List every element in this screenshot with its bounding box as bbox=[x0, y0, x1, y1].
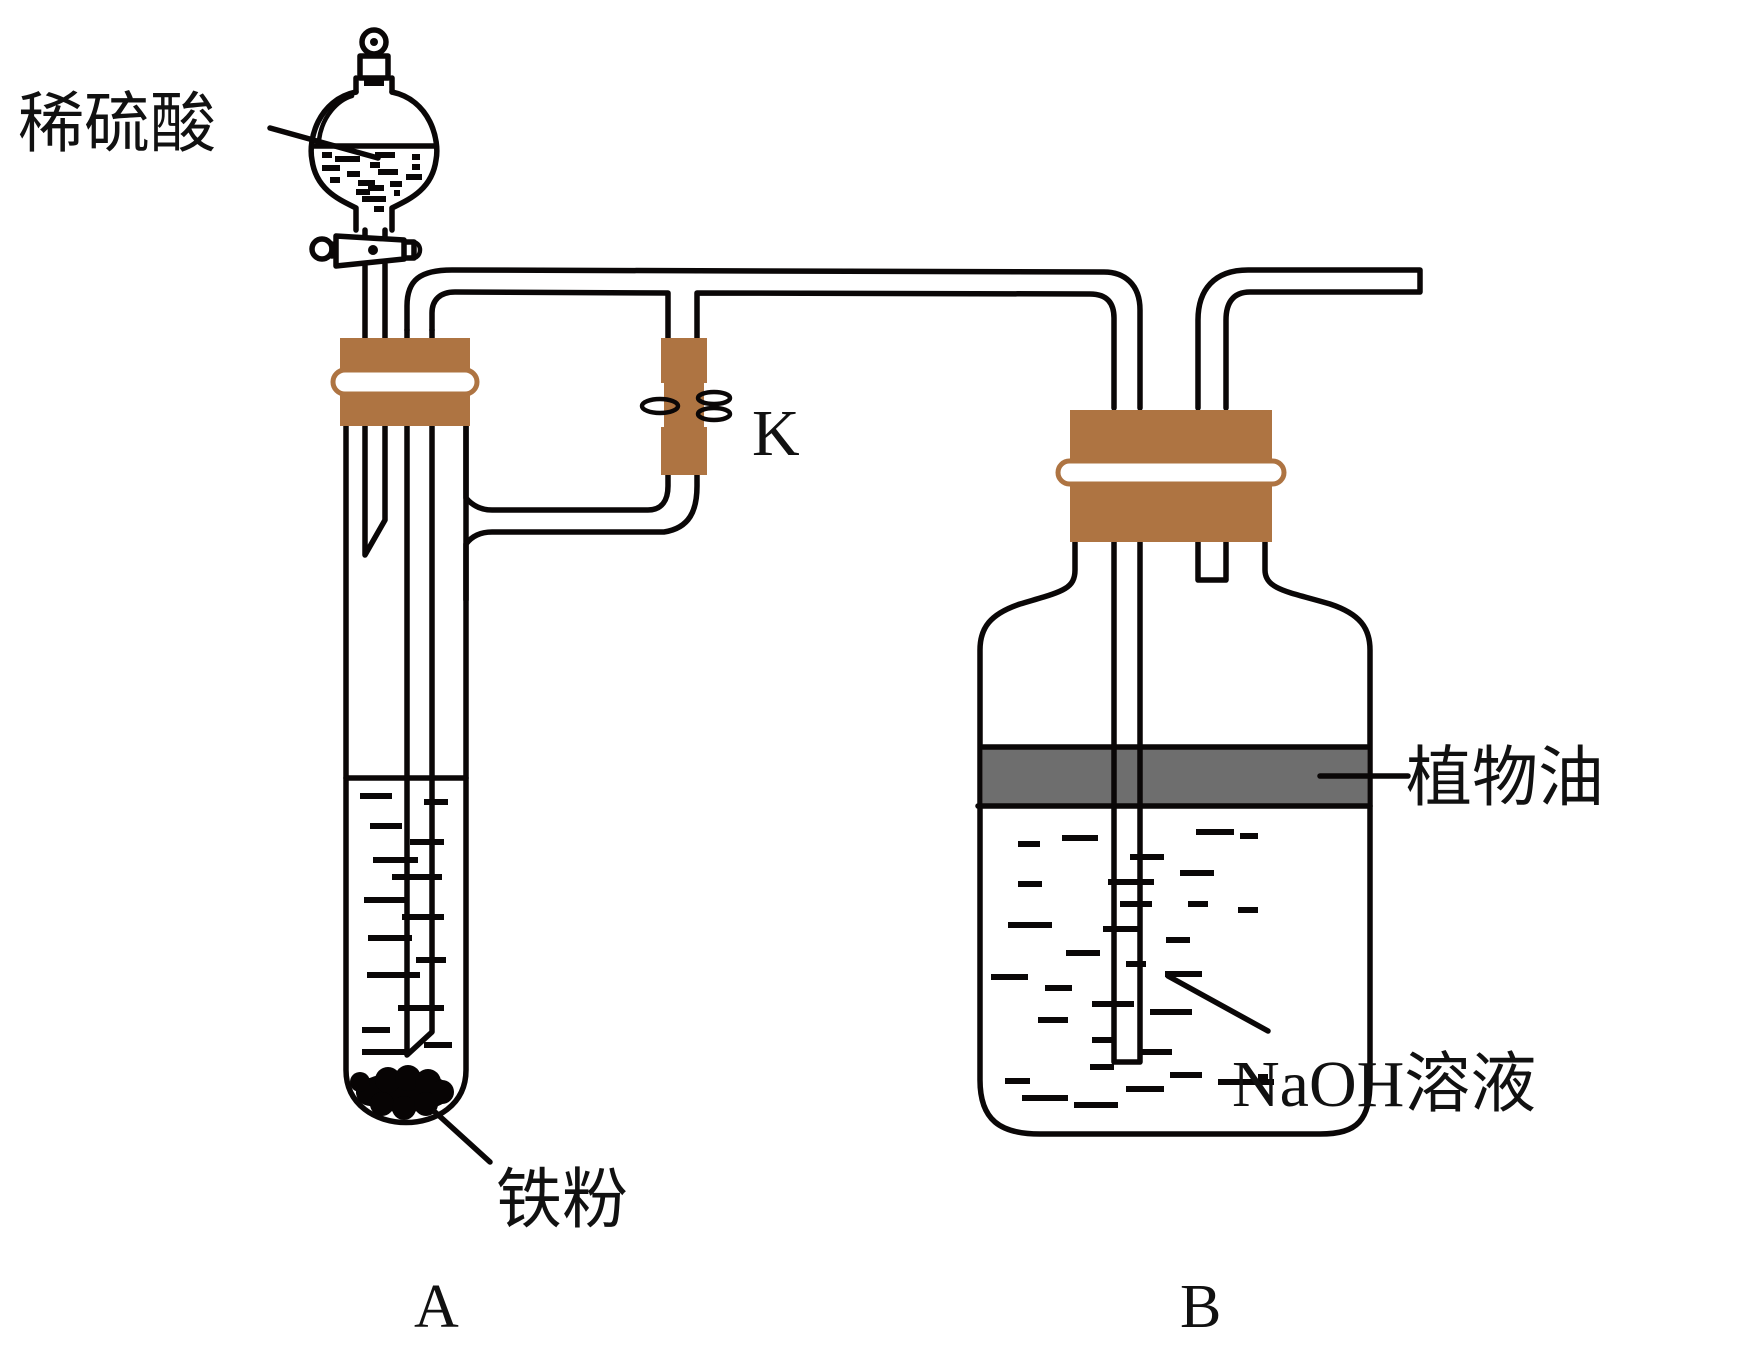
connecting-tube-top bbox=[404, 267, 1143, 411]
label-apparatus-a: A bbox=[414, 1273, 459, 1341]
vegetable-oil-layer[interactable] bbox=[983, 748, 1367, 806]
leader-line-naoh bbox=[1165, 973, 1271, 1034]
label-vegetable-oil: 植物油 bbox=[1406, 739, 1604, 816]
wash-bottle-b bbox=[975, 539, 1373, 1137]
label-dilute-sulfuric-acid: 稀硫酸 bbox=[18, 85, 216, 162]
outlet-tube-b bbox=[1195, 267, 1423, 583]
naoh-solution[interactable] bbox=[991, 829, 1274, 1108]
separatory-funnel bbox=[308, 27, 440, 558]
funnel-stopper bbox=[357, 53, 391, 81]
pinch-clamp-k[interactable] bbox=[639, 338, 733, 475]
funnel-stopcock[interactable] bbox=[309, 233, 423, 269]
label-iron-powder: 铁粉 bbox=[496, 1161, 628, 1238]
funnel-bulb bbox=[308, 89, 440, 233]
label-naoh-solution: NaOH溶液 bbox=[1232, 1048, 1536, 1121]
label-clamp-k: K bbox=[752, 397, 800, 470]
wash-bottle-b-body bbox=[977, 539, 1373, 1137]
funnel-liquid bbox=[322, 152, 422, 212]
label-apparatus-b: B bbox=[1180, 1273, 1221, 1341]
stopper-a bbox=[330, 338, 480, 426]
iron-powder bbox=[350, 1065, 454, 1120]
side-branch-tube bbox=[463, 421, 700, 603]
leader-line-iron bbox=[432, 1109, 493, 1165]
leader-line-acid bbox=[267, 125, 381, 161]
inner-delivery-tube bbox=[404, 327, 435, 1058]
test-tube-a-body bbox=[343, 421, 469, 1126]
stopper-b bbox=[1055, 410, 1287, 542]
inlet-tube-b bbox=[1111, 537, 1143, 1065]
